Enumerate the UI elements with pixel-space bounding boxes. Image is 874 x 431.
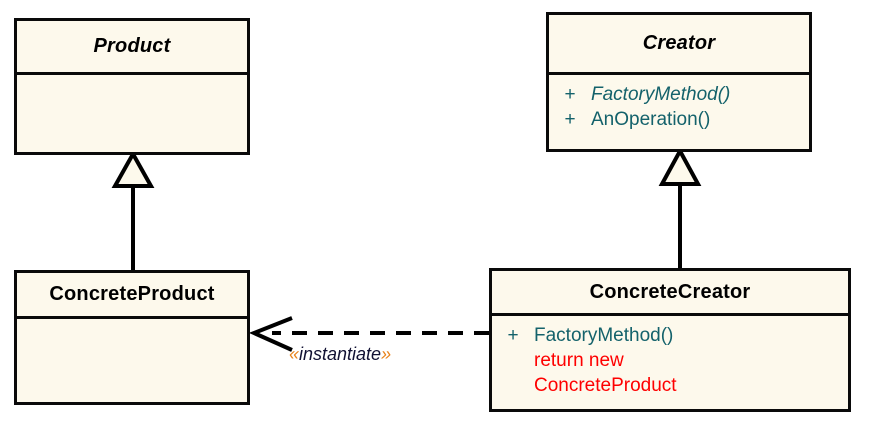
- open-arrowhead-icon: [248, 316, 293, 352]
- hollow-triangle-icon: [111, 149, 155, 188]
- member-signature: FactoryMethod(): [534, 325, 674, 346]
- stereotype-label-instantiate: «instantiate»: [289, 344, 391, 365]
- class-name-compartment: Creator: [549, 15, 809, 75]
- guillemet-close-icon: »: [381, 344, 392, 364]
- class-name-compartment: ConcreteProduct: [17, 273, 247, 319]
- class-name-creator: Creator: [642, 32, 716, 54]
- stereotype-text: instantiate: [299, 344, 382, 364]
- class-name-compartment: Product: [17, 21, 247, 75]
- hollow-triangle-icon: [658, 146, 702, 186]
- class-name-concrete-creator: ConcreteCreator: [589, 280, 751, 303]
- class-box-concrete-product[interactable]: ConcreteProduct: [14, 270, 250, 405]
- class-member-row: + AnOperation(): [549, 107, 809, 132]
- member-note-line: return new: [534, 350, 624, 372]
- class-members-compartment-concrete-creator: + FactoryMethod() return new ConcretePro…: [492, 316, 848, 409]
- generalization-product: [111, 149, 155, 270]
- class-members-compartment-concrete-product: [17, 319, 247, 402]
- visibility-marker: +: [564, 109, 576, 131]
- class-box-concrete-creator[interactable]: ConcreteCreator + FactoryMethod() return…: [489, 268, 851, 412]
- visibility-marker: +: [564, 84, 576, 105]
- class-name-product: Product: [93, 35, 171, 57]
- guillemet-open-icon: «: [289, 344, 300, 364]
- class-name-compartment: ConcreteCreator: [492, 271, 848, 316]
- member-signature: FactoryMethod(): [591, 84, 731, 105]
- member-note-line: ConcreteProduct: [534, 375, 677, 397]
- class-box-product[interactable]: Product: [14, 18, 250, 155]
- visibility-marker: +: [507, 325, 519, 346]
- class-members-compartment-product: [17, 75, 247, 152]
- class-members-compartment-creator: + FactoryMethod() + AnOperation(): [549, 75, 809, 149]
- class-box-creator[interactable]: Creator + FactoryMethod() + AnOperation(…: [546, 12, 812, 152]
- class-member-row: + FactoryMethod(): [492, 323, 848, 348]
- class-member-row: + FactoryMethod(): [549, 82, 809, 107]
- generalization-creator: [658, 146, 702, 268]
- class-name-concrete-product: ConcreteProduct: [49, 283, 215, 305]
- member-signature: AnOperation(): [591, 109, 711, 131]
